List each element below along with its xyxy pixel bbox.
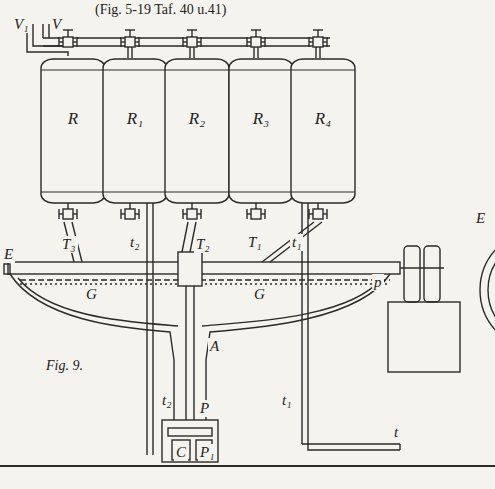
vessel-label: R₁ — [102, 58, 168, 129]
ground-line — [0, 465, 495, 467]
vessel-label: R₄ — [290, 58, 356, 129]
part-label: G — [252, 286, 267, 303]
vessel-outline — [102, 58, 168, 204]
pipe-label: V₁ — [12, 16, 30, 33]
vessel: R₃ — [228, 58, 294, 204]
partial-figure — [480, 230, 495, 350]
pulley — [404, 246, 420, 302]
part-label: P — [198, 400, 211, 417]
vessel-label: R₂ — [164, 58, 230, 129]
figure-reference: (Fig. 5-19 Taf. 40 u.41) — [95, 2, 226, 18]
pipe-t1-outlet — [262, 222, 322, 262]
pipe-label: T₂ — [194, 236, 212, 253]
vessel: R — [40, 58, 106, 204]
pulley — [424, 246, 440, 302]
valve — [309, 202, 327, 219]
pipe-label: t₁ — [290, 234, 303, 251]
part-label: p — [372, 274, 384, 291]
valve — [183, 202, 201, 219]
vessel: R₂ — [164, 58, 230, 204]
vessel: R₄ — [290, 58, 356, 204]
vessel: R₁ — [102, 58, 168, 204]
base — [162, 420, 218, 462]
pipe-label: t₂ — [160, 392, 173, 409]
vessel-label: R — [40, 58, 106, 129]
pipe-label: T₁ — [246, 234, 264, 251]
part-label: G — [84, 286, 99, 303]
valve — [183, 30, 201, 47]
vessel-outline — [228, 58, 294, 204]
pipe-label: t — [392, 424, 400, 441]
valve — [59, 202, 77, 219]
valve — [121, 30, 139, 47]
bearing — [168, 428, 212, 436]
vessel-outline — [164, 58, 230, 204]
partial-figure — [488, 238, 495, 342]
shaft — [186, 286, 194, 420]
pipe-label: t₂ — [128, 234, 141, 251]
part-label: C — [174, 444, 188, 461]
sieve-grid — [20, 279, 390, 280]
pipe-label: V — [50, 16, 63, 33]
vessel-outline — [290, 58, 356, 204]
part-label: P₁ — [198, 444, 216, 461]
inlet-pipe — [43, 24, 49, 38]
dish-bowl — [10, 274, 390, 420]
hub — [178, 252, 202, 286]
pulley-stand — [388, 302, 460, 372]
part-label: E — [474, 210, 487, 227]
manifold-branch — [128, 46, 320, 58]
part-label: E — [2, 246, 15, 263]
dish-rim — [8, 262, 400, 274]
valve — [309, 30, 327, 47]
pipe-label: t₁ — [280, 392, 293, 409]
vessel-label: R₃ — [228, 58, 294, 129]
figure-number: Fig. 9. — [44, 358, 85, 373]
valve — [59, 30, 77, 47]
pipe-label: T₃ — [60, 236, 78, 253]
valve — [247, 30, 265, 47]
rim-edge — [4, 264, 10, 274]
part-label: A — [208, 338, 221, 355]
sieve-grid — [20, 283, 390, 284]
valve — [121, 202, 139, 219]
pulley-axle — [400, 267, 444, 268]
vessel-outline — [40, 58, 106, 204]
valve — [247, 202, 265, 219]
chamber-c — [172, 440, 190, 460]
